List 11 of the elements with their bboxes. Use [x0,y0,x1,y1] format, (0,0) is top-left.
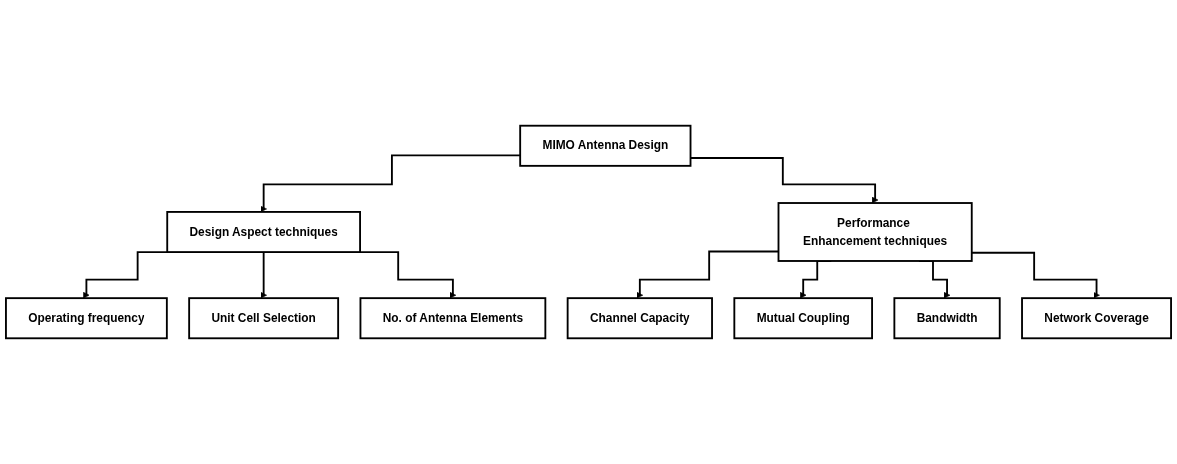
node-box: Channel Capacity [566,297,713,340]
node-box: Design Aspect techniques [166,211,361,253]
node-box: MIMO Antenna Design [519,124,692,167]
node-box: Mutual Coupling [733,297,873,340]
node-box: Network Coverage [1021,297,1172,340]
node-box: No. of Antenna Elements [359,297,547,340]
node-box: Performance Enhancement techniques [777,202,973,262]
node-box: Bandwidth [893,297,1001,340]
node-box: Unit Cell Selection [188,297,340,340]
node-box: Operating frequency [5,297,168,340]
arrow [260,251,267,299]
